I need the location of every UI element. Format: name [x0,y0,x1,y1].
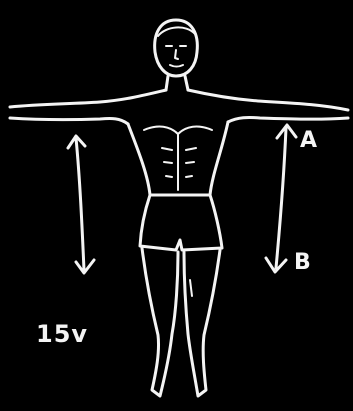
face [166,46,186,67]
knee-mark [190,280,192,296]
arms-upper-edge [10,90,348,110]
end-position-label: B [294,252,311,274]
neck [166,76,188,90]
right-movement-arrow [266,125,296,272]
left-movement-arrow [68,136,94,273]
legs [142,248,220,396]
arms-lower-edge [10,117,348,124]
start-position-label: A [300,130,317,152]
repetitions-label: 15v [36,322,88,346]
shorts [140,195,222,250]
chest-abs [144,127,212,190]
hair [158,27,195,36]
